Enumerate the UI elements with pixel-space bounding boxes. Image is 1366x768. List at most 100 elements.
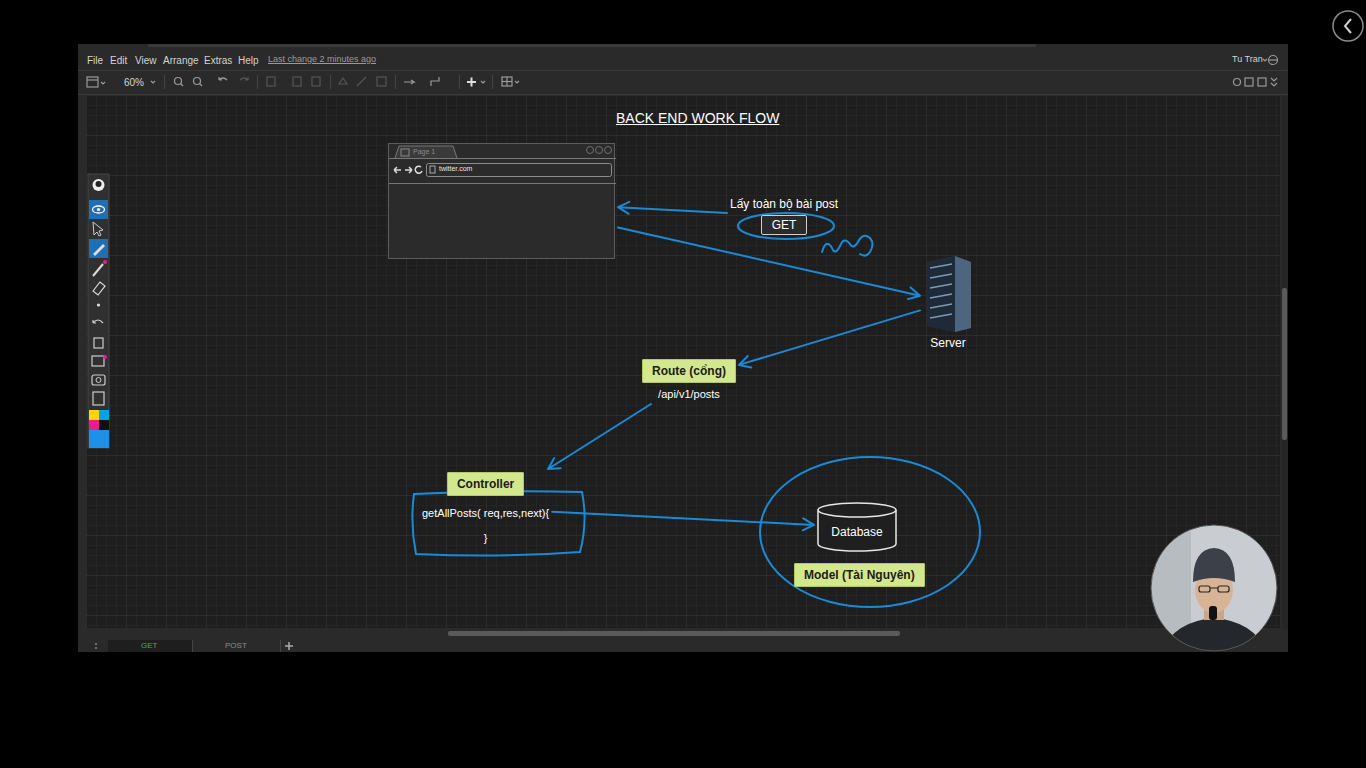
drawing-part — [92, 356, 104, 366]
drawing-toolbar — [88, 174, 109, 448]
drawing-part — [175, 78, 182, 85]
drive-slot — [930, 314, 952, 318]
drawing-part — [103, 260, 107, 264]
node-label: Server — [930, 336, 965, 350]
drawing-part — [1210, 588, 1218, 589]
toolbar-icons — [87, 56, 1278, 90]
cylinder-top — [818, 503, 896, 517]
drawing-part — [502, 77, 512, 86]
drawing-part — [92, 375, 105, 385]
drawing-part — [89, 200, 108, 219]
code-line: getAllPosts( req,res,next){ — [422, 507, 549, 520]
window-button — [605, 147, 612, 154]
drawing-part — [148, 44, 1036, 47]
drawing-part — [93, 282, 105, 295]
drawing-part — [395, 75, 396, 89]
menu-item: Help — [238, 55, 259, 66]
drawing-part — [103, 355, 107, 359]
drawing-part — [93, 392, 104, 405]
drive-slot — [930, 284, 952, 288]
menu-item: View — [135, 55, 157, 66]
drawing-part — [192, 640, 193, 652]
scrollbar — [448, 631, 900, 636]
controller-box: ControllergetAllPosts( req,res,next){} — [422, 472, 549, 545]
drawing-part — [95, 643, 97, 649]
drawing-part — [94, 338, 103, 348]
route-path: /api/v1/posts — [658, 388, 720, 401]
drawing-part — [93, 244, 105, 256]
model-highlight — [760, 457, 980, 607]
drawing-part — [1282, 95, 1288, 630]
drawing-part — [1269, 59, 1278, 60]
drawing-part — [87, 77, 98, 87]
drawing-part — [87, 79, 98, 80]
drawing-part — [515, 81, 519, 83]
drawing-part — [285, 642, 293, 650]
page-tab: POST — [225, 642, 247, 651]
drawing-part — [78, 70, 1288, 71]
server-body — [927, 256, 971, 332]
hand-drawn-annotations — [412, 213, 980, 607]
user-name: Tu Tran — [1232, 55, 1263, 65]
drawing-part — [1258, 78, 1266, 86]
toolbar-line — [389, 183, 616, 184]
drawing-part — [93, 264, 103, 276]
server-front — [927, 256, 955, 332]
tab-title: Page 1 — [413, 148, 435, 156]
back-button — [1333, 11, 1363, 41]
drawing-part — [1333, 11, 1363, 41]
drawing-part — [93, 179, 105, 191]
drawing-part — [1269, 56, 1278, 65]
drawing-part — [257, 75, 258, 89]
menu-item: Extras — [204, 55, 232, 66]
drawing-part — [267, 77, 275, 86]
drive-slot — [930, 294, 952, 298]
flow-arrow — [739, 310, 920, 367]
drawing-part — [492, 75, 493, 89]
drawing-part — [377, 77, 386, 86]
drawing-part — [151, 81, 155, 83]
drawing-part — [93, 206, 105, 213]
drawing-part — [78, 638, 1288, 652]
window-button — [587, 147, 594, 154]
window-button — [596, 147, 603, 154]
node-title: Model (Tài Nguyên) — [794, 563, 925, 587]
drawing-part — [97, 303, 100, 306]
server-node: Server — [923, 254, 973, 350]
node-title: Controller — [447, 472, 524, 496]
drawing-part — [506, 77, 507, 86]
drawing-part — [1199, 586, 1210, 592]
drawing-part — [431, 77, 439, 86]
drawing-part — [89, 430, 109, 448]
drawing-part — [96, 378, 101, 383]
browser-tab — [395, 146, 457, 158]
drawing-part — [99, 410, 109, 420]
grid-canvas — [86, 95, 1280, 628]
drawing-part — [181, 84, 184, 87]
drawing-part — [97, 208, 100, 211]
drawing-part — [96, 181, 102, 187]
reload-icon — [415, 166, 422, 173]
tab-icon — [401, 149, 409, 156]
flow-arrow — [548, 404, 651, 469]
browser-window: Page 1 twitter.com — [388, 143, 615, 259]
model-box: Model (Tài Nguyên) — [794, 563, 925, 587]
menu-item: Arrange — [163, 55, 199, 66]
node-title: Route (cổng) — [642, 359, 736, 383]
drawing-part — [1209, 606, 1217, 620]
drawing-part — [481, 81, 485, 83]
scrollbar — [1282, 288, 1287, 440]
drawing-part — [240, 77, 248, 80]
drawing-part — [312, 77, 320, 86]
flow-arrow — [618, 227, 920, 299]
drawing-part — [339, 78, 347, 84]
menu-item: File — [87, 55, 103, 66]
drawing-part — [101, 82, 105, 84]
drawing-part — [89, 420, 99, 430]
drawing-part — [1245, 78, 1253, 86]
page-icon — [430, 166, 435, 173]
webcam-frame — [1151, 525, 1277, 651]
page-tab: GET — [141, 642, 157, 651]
url-text: twitter.com — [439, 165, 472, 173]
request-box: Lấy toàn bộ bài postGET — [730, 197, 838, 235]
